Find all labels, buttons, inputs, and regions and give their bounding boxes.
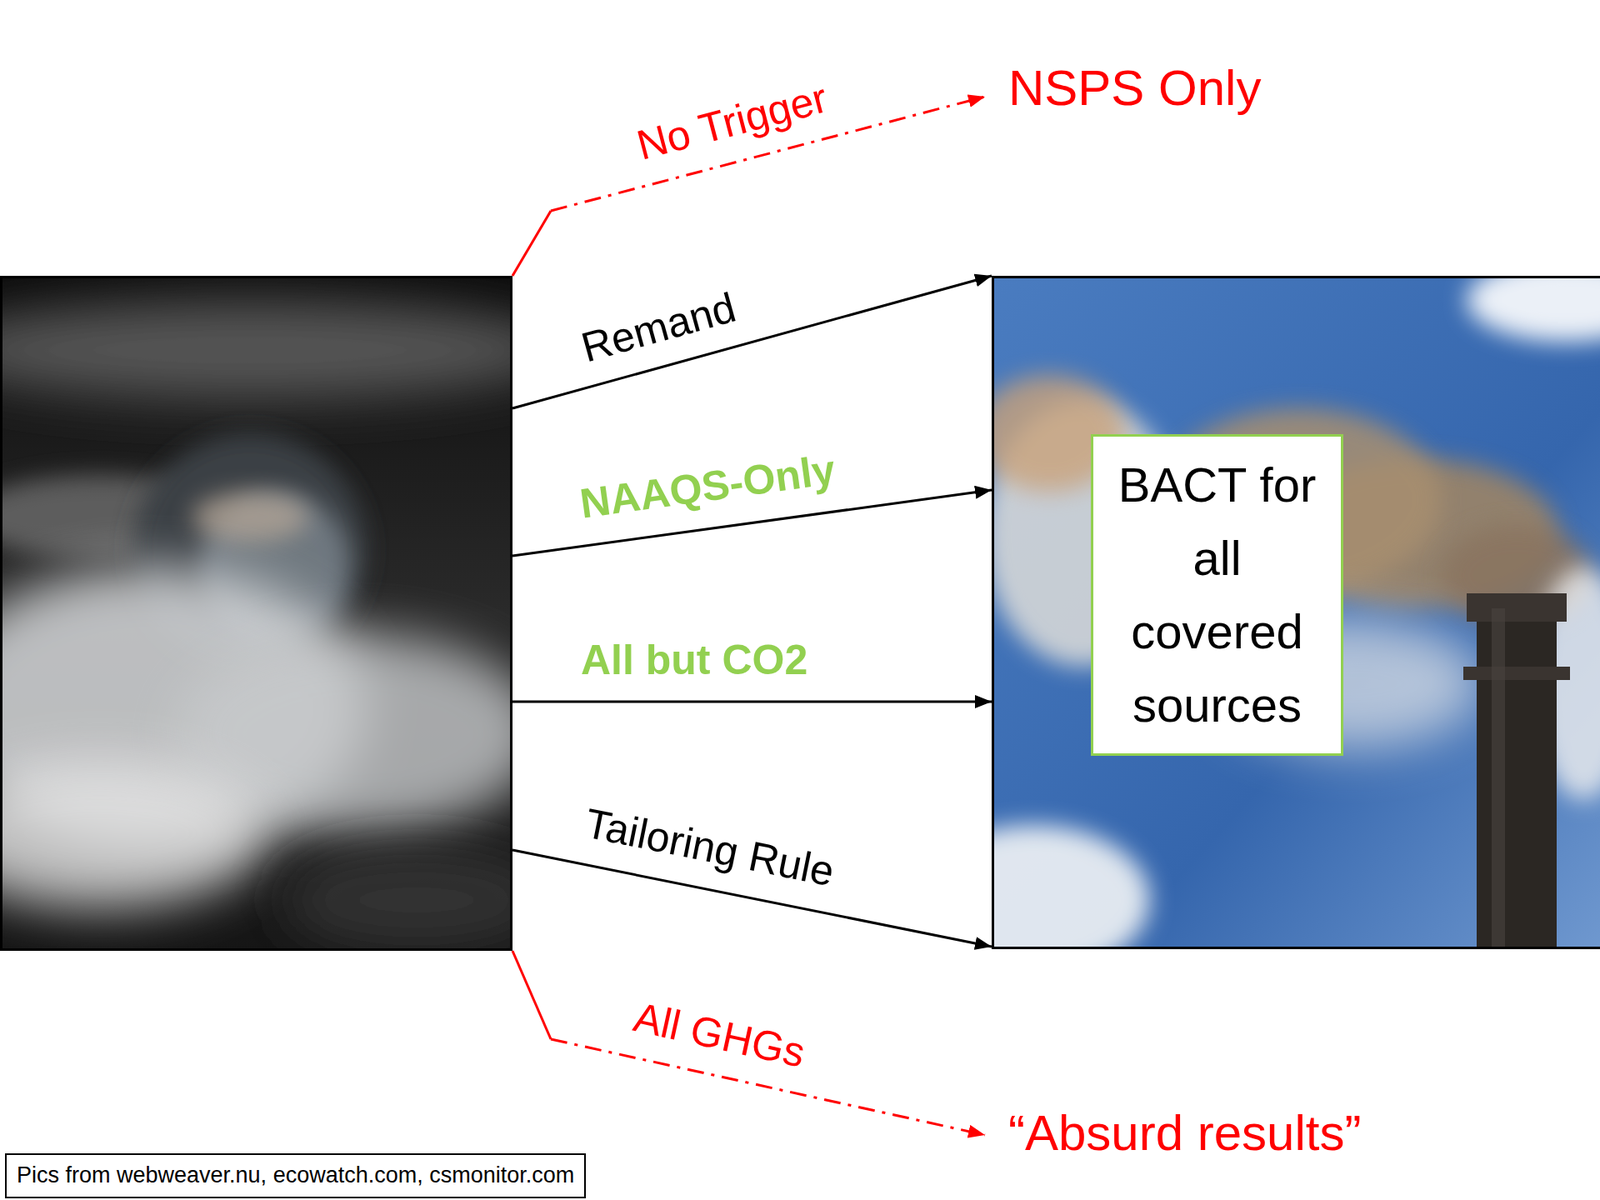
photo-frame	[993, 277, 1600, 949]
option-arrow	[512, 950, 551, 1040]
smoke-photo	[0, 275, 513, 951]
smokestack-photo	[991, 275, 1600, 950]
option-label: NAAQS-Only	[577, 445, 839, 529]
option-arrow	[512, 275, 992, 409]
option-arrow	[512, 700, 992, 704]
result-box: BACT for all covered sources	[1090, 434, 1344, 756]
outcome-label: NSPS Only	[1008, 59, 1261, 117]
credit-box: Pics from webweaver.nu, ecowatch.com, cs…	[5, 1153, 586, 1199]
option-label: All but CO2	[580, 636, 808, 685]
option-label: Remand	[576, 284, 741, 373]
outcome-label: “Absurd results”	[1008, 1104, 1361, 1162]
option-label: No Trigger	[632, 74, 833, 170]
option-label: All GHGs	[629, 993, 810, 1078]
photo-frame	[1, 277, 512, 950]
option-arrow	[512, 210, 551, 276]
box-text: BACT for all covered sources	[1108, 448, 1326, 742]
option-label: Tailoring Rule	[580, 800, 838, 897]
box-text: Pics from webweaver.nu, ecowatch.com, cs…	[16, 1160, 575, 1192]
